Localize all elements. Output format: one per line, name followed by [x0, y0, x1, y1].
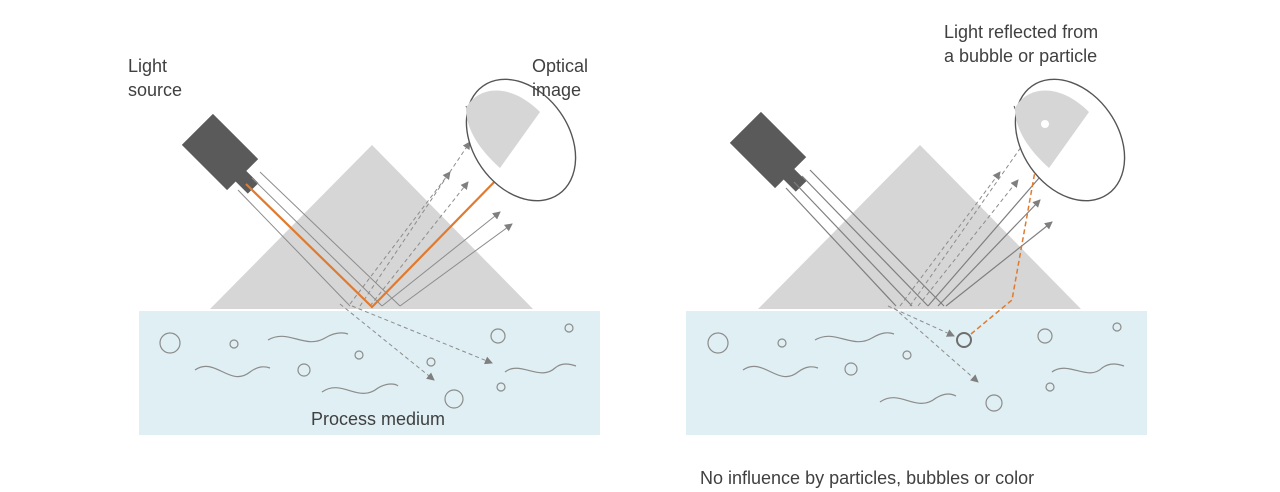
- reflection-label: Light reflected from a bubble or particl…: [944, 20, 1098, 68]
- reflection-label-line: Light reflected from: [944, 22, 1099, 42]
- waves-right: [742, 332, 1125, 404]
- reflected-rays-right: [927, 169, 1053, 307]
- critical-angle-ray-left: [245, 171, 505, 309]
- dashed-reflected-ray: [359, 141, 471, 307]
- prism-right: [758, 145, 1081, 309]
- wave: [879, 393, 957, 404]
- bubble: [956, 332, 972, 348]
- bubble: [490, 328, 506, 344]
- left-diagram: Process medium: [139, 78, 600, 435]
- dashed-reflected-ray: [909, 139, 1027, 307]
- incident-ray: [259, 171, 401, 307]
- right-diagram: [686, 78, 1147, 435]
- bubble: [564, 323, 574, 333]
- process-medium-right: [686, 311, 1147, 435]
- optical-image-label: Optical image: [532, 54, 588, 102]
- bubble: [844, 362, 858, 376]
- bubble: [159, 332, 181, 354]
- dashed-reflected-rays-left: [349, 141, 471, 307]
- bubble: [297, 363, 311, 377]
- wave: [504, 363, 577, 374]
- wave: [814, 332, 895, 343]
- wave: [194, 365, 271, 378]
- bubble: [354, 350, 364, 360]
- light-source-lens: [770, 155, 807, 192]
- caption: No influence by particles, bubbles or co…: [700, 468, 1035, 488]
- optical-image-right: [1013, 78, 1126, 202]
- reflected-ray: [945, 221, 1053, 307]
- process-medium-left: [139, 311, 600, 435]
- bubble: [1112, 322, 1122, 332]
- wave: [321, 383, 399, 394]
- wave: [267, 332, 349, 343]
- bubble: [426, 357, 436, 367]
- detector-shadow: [1015, 90, 1089, 168]
- reflection-spot: [1041, 120, 1049, 128]
- detector-shadow: [466, 90, 540, 168]
- refracted-ray: [893, 307, 979, 383]
- incident-ray: [251, 177, 383, 307]
- reflected-ray: [937, 199, 1041, 307]
- reflected-ray: [381, 211, 501, 307]
- reflection-label-line: a bubble or particle: [944, 46, 1098, 66]
- bubble: [902, 350, 912, 360]
- dashed-reflected-rays-right: [899, 139, 1027, 307]
- detector-screen: [1014, 78, 1126, 202]
- reflected-ray: [399, 223, 513, 307]
- reflected-rays-left: [381, 211, 513, 307]
- bubble: [496, 382, 506, 392]
- bubble: [777, 338, 787, 348]
- incident-rays-left: [237, 171, 401, 307]
- bubbles-right: [707, 322, 1122, 412]
- dashed-reflected-ray: [369, 181, 469, 307]
- light-source-label-line: Light: [128, 56, 168, 76]
- light-source-label-line: source: [128, 80, 183, 100]
- incident-rays-right: [785, 169, 945, 307]
- wave: [1051, 363, 1125, 374]
- bubbles-left: [159, 323, 574, 409]
- refracted-rays-right: [887, 305, 979, 383]
- wave: [742, 365, 819, 378]
- light-source-label: Light source: [128, 54, 182, 102]
- reflected-ray: [927, 169, 1047, 307]
- bubble: [1045, 382, 1055, 392]
- waves-left: [194, 332, 577, 394]
- dashed-reflected-ray: [917, 179, 1019, 307]
- bubble: [444, 389, 464, 409]
- light-source-left: [181, 113, 259, 194]
- incident-ray: [801, 175, 929, 307]
- optical-image-label-line: Optical: [532, 56, 589, 76]
- refracted-ray: [887, 305, 955, 337]
- bubble: [707, 332, 729, 354]
- refracted-ray: [339, 303, 435, 381]
- light-source-lens: [222, 157, 259, 194]
- incident-ray: [809, 169, 945, 307]
- bubble: [229, 339, 239, 349]
- incident-ray: [237, 189, 351, 307]
- incident-ray: [785, 187, 897, 307]
- light-source-right: [729, 111, 807, 192]
- bubble: [1037, 328, 1053, 344]
- incident-ray: [793, 181, 913, 307]
- particle-reflection-ray: [970, 131, 1046, 335]
- optical-image-label-line: image: [532, 80, 582, 100]
- bubble: [985, 394, 1003, 412]
- refracted-rays-left: [339, 303, 493, 381]
- optical-image-left: [465, 78, 577, 202]
- process-medium-label: Process medium: [311, 409, 445, 429]
